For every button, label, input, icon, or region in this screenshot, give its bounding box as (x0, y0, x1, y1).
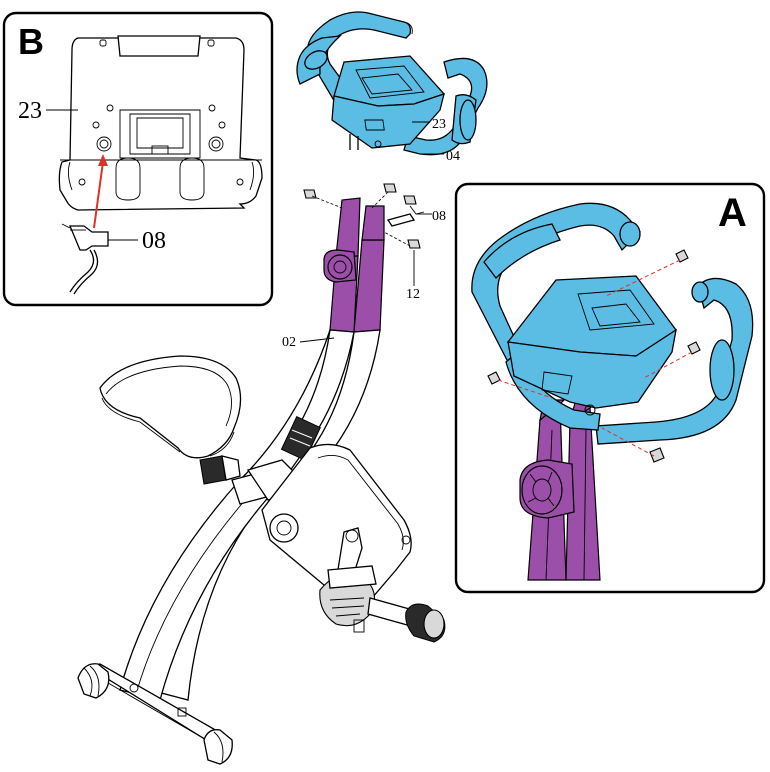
bolt-label: 12 (406, 287, 420, 302)
front-foot-cap (77, 663, 110, 699)
front-stabilizer (367, 597, 446, 643)
panel-b-console-label: 23 (18, 98, 42, 124)
tension-knob (323, 249, 357, 283)
upright-post-leader (299, 337, 335, 343)
crank-pedal (319, 527, 377, 633)
panel-a-post (519, 399, 601, 581)
rear-foot-cap (203, 729, 233, 765)
handlebar-label: 04 (446, 149, 460, 164)
bolt-right (383, 183, 397, 193)
panel-b-frame (2, 11, 274, 307)
console-label: 23 (432, 117, 446, 132)
sensor-cable-plug (61, 223, 109, 295)
panel-b-cable-label: 08 (142, 228, 166, 254)
panel-a-frame (454, 182, 766, 594)
panel-b: B 23 (2, 11, 274, 307)
panel-a-letter: A (718, 191, 747, 235)
panel-a: A (454, 182, 766, 594)
exercise-bike (77, 197, 446, 765)
console-back-view (58, 35, 263, 211)
seat (99, 355, 242, 459)
panel-b-letter: B (18, 21, 44, 62)
panel-a-handlebar (471, 202, 754, 445)
panel-a-nuts (487, 249, 701, 463)
flywheel-housing (261, 443, 412, 599)
handlebar-console-assembly (296, 11, 488, 156)
sensor-cable-label: 08 (432, 209, 446, 224)
bolt-lower (407, 239, 421, 249)
bolt-top (403, 195, 417, 205)
mounting-hardware (303, 183, 425, 249)
upright-post-label: 02 (282, 335, 296, 350)
panel-a-console (506, 275, 677, 416)
seat-knob (199, 455, 241, 485)
connection-arrow (93, 154, 108, 229)
